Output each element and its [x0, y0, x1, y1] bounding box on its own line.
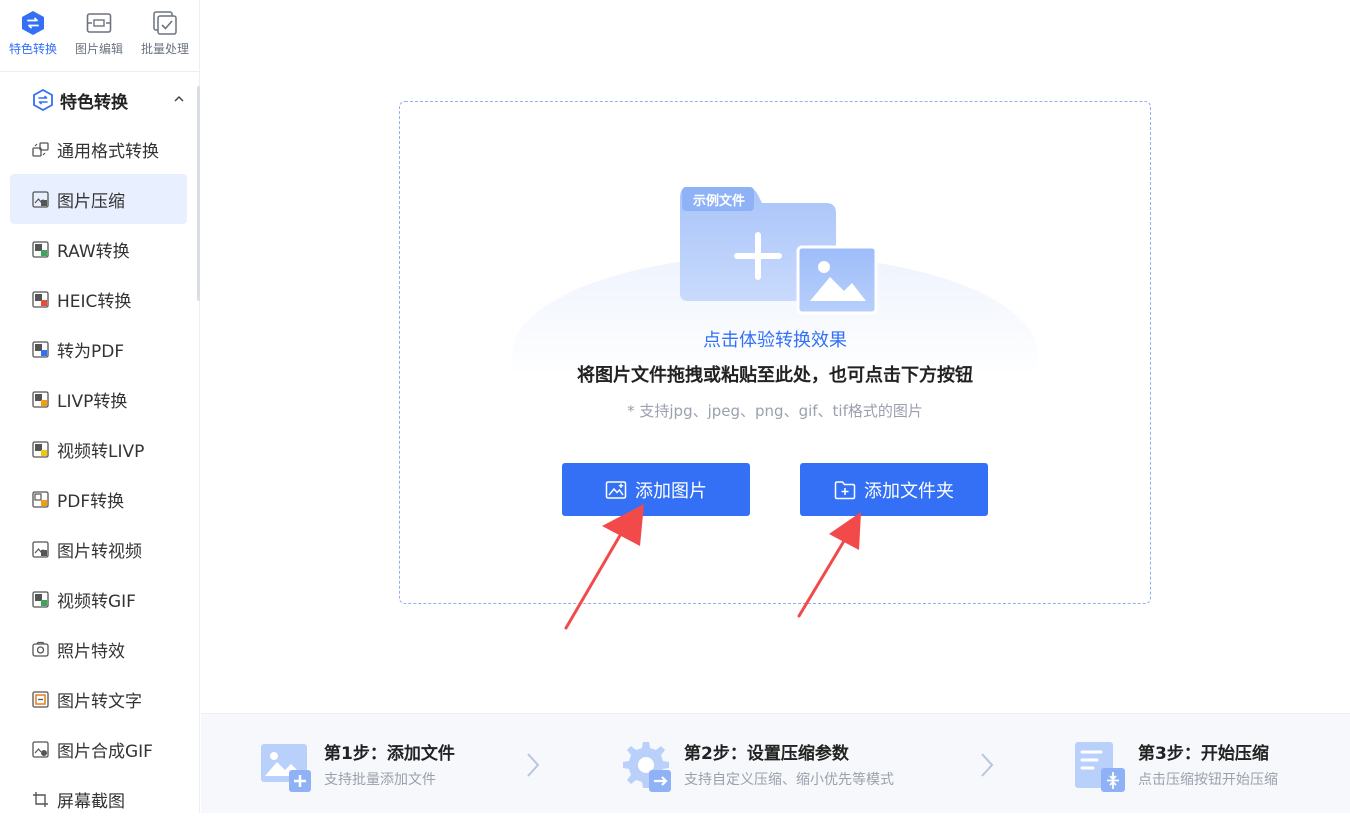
sidebar-item-label: 视频转GIF — [57, 591, 136, 612]
step-desc: 支持自定义压缩、缩小优先等模式 — [684, 772, 894, 788]
sidebar-item-label: 屏幕截图 — [57, 791, 125, 812]
sidebar-item-label: 图片转文字 — [57, 691, 142, 712]
sidebar-item-label: 照片特效 — [57, 641, 125, 662]
format-convert-icon — [32, 141, 49, 157]
annotation-arrow-icon — [797, 512, 861, 618]
step-title: 第2步：设置压缩参数 — [684, 744, 849, 764]
image-edit-icon — [86, 10, 112, 36]
ocr-icon — [32, 690, 49, 708]
add-folder-label: 添加文件夹 — [864, 480, 954, 501]
sidebar-item-image-compress[interactable]: 图片压缩 — [10, 174, 187, 224]
step-title: 第3步：开始压缩 — [1138, 744, 1269, 764]
pdf-convert-icon — [32, 490, 49, 508]
screenshot-icon — [33, 791, 48, 807]
drop-zone-instruction: 将图片文件拖拽或粘贴至此处，也可点击下方按钮 — [577, 365, 973, 386]
swap-icon — [33, 89, 53, 111]
sidebar-item-photo-effect[interactable]: 照片特效 — [10, 624, 187, 674]
sidebar-item-to-pdf[interactable]: 转为PDF — [10, 324, 187, 374]
sidebar-item-label: 转为PDF — [57, 341, 125, 362]
chevron-up-icon[interactable] — [172, 92, 186, 106]
pdf-icon — [32, 340, 49, 358]
step-title: 第1步：添加文件 — [324, 744, 455, 764]
tab-label: 图片编辑 — [74, 42, 123, 56]
settings-step-icon — [623, 742, 671, 792]
top-tabs: 特色转换 图片编辑 批量处理 — [0, 0, 199, 72]
add-image-label: 添加图片 — [635, 480, 707, 501]
annotation-arrow-icon — [564, 504, 644, 630]
image-compress-icon — [32, 190, 49, 208]
batch-icon — [152, 10, 178, 36]
group-header-special-convert[interactable]: 特色转换 — [32, 86, 192, 114]
sample-file-folder-icon[interactable] — [678, 185, 878, 315]
sidebar-menu: 通用格式转换 图片压缩 RAW转换 HEIC转换 — [10, 124, 187, 824]
tab-label: 批量处理 — [140, 42, 189, 56]
sidebar-item-heic[interactable]: HEIC转换 — [10, 274, 187, 324]
add-image-button[interactable]: 添加图片 — [562, 463, 750, 516]
sidebar-item-label: HEIC转换 — [57, 291, 132, 312]
livp-icon — [32, 390, 49, 408]
sidebar-item-ocr[interactable]: 图片转文字 — [10, 674, 187, 724]
sidebar-item-video-livp[interactable]: 视频转LIVP — [10, 424, 187, 474]
compress-step-icon — [1075, 742, 1125, 792]
sidebar-item-livp[interactable]: LIVP转换 — [10, 374, 187, 424]
add-file-step-icon — [261, 744, 311, 792]
camera-icon — [32, 641, 49, 657]
tab-batch[interactable]: 批量处理 — [132, 0, 198, 71]
image-video-icon — [32, 540, 49, 558]
sidebar-item-label: PDF转换 — [57, 491, 125, 512]
sidebar-item-gif-merge[interactable]: 图片合成GIF — [10, 724, 187, 774]
heic-icon — [32, 290, 49, 308]
sidebar-item-pdf-convert[interactable]: PDF转换 — [10, 474, 187, 524]
video-livp-icon — [32, 440, 49, 458]
sidebar-item-image-video[interactable]: 图片转视频 — [10, 524, 187, 574]
drop-zone-title[interactable]: 点击体验转换效果 — [703, 330, 847, 351]
sidebar-scrollbar[interactable] — [197, 86, 200, 301]
chevron-right-icon — [527, 753, 540, 777]
sidebar-item-label: 图片压缩 — [57, 191, 125, 212]
add-folder-button[interactable]: 添加文件夹 — [800, 463, 988, 516]
sidebar: 特色转换 图片编辑 批量处理 — [0, 0, 200, 813]
steps-guide: 第1步：添加文件 支持批量添加文件 第2步：设置压缩参数 支持自定义压缩、缩小优… — [201, 713, 1350, 813]
add-image-icon — [605, 480, 627, 499]
sidebar-item-format-convert[interactable]: 通用格式转换 — [10, 124, 187, 174]
sidebar-item-label: LIVP转换 — [57, 391, 128, 412]
sidebar-item-video-gif[interactable]: 视频转GIF — [10, 574, 187, 624]
tab-label: 特色转换 — [8, 42, 57, 56]
add-folder-icon — [834, 480, 856, 499]
sidebar-item-screenshot[interactable]: 屏幕截图 — [10, 774, 187, 824]
sidebar-item-label: 图片合成GIF — [57, 741, 153, 762]
step-desc: 点击压缩按钮开始压缩 — [1138, 772, 1278, 788]
gif-merge-icon — [32, 740, 49, 758]
step-desc: 支持批量添加文件 — [324, 772, 436, 788]
tab-special-convert[interactable]: 特色转换 — [0, 0, 66, 71]
tab-image-edit[interactable]: 图片编辑 — [66, 0, 132, 71]
sidebar-item-label: RAW转换 — [57, 241, 130, 262]
sidebar-item-label: 视频转LIVP — [57, 441, 145, 462]
file-drop-zone[interactable] — [399, 101, 1151, 604]
sidebar-item-label: 通用格式转换 — [57, 141, 159, 162]
swap-icon — [20, 10, 46, 36]
group-title: 特色转换 — [60, 92, 128, 113]
sidebar-item-raw[interactable]: RAW转换 — [10, 224, 187, 274]
sample-file-badge: 示例文件 — [692, 193, 745, 209]
chevron-right-icon — [981, 753, 994, 777]
sidebar-item-label: 图片转视频 — [57, 541, 142, 562]
supported-formats-text: * 支持jpg、jpeg、png、gif、tif格式的图片 — [627, 402, 923, 420]
raw-icon — [32, 240, 49, 258]
video-gif-icon — [32, 590, 49, 608]
